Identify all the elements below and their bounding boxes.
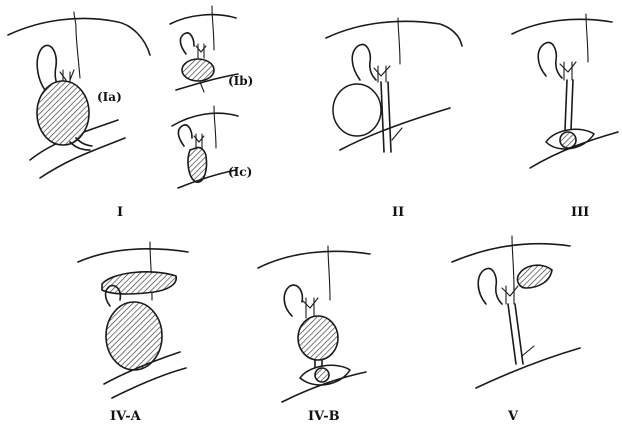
label-type-2: II (392, 205, 404, 220)
distal-duct (392, 128, 402, 140)
liver-fissure (586, 14, 588, 62)
extrahepatic-cyst (298, 316, 338, 360)
choledochocele (560, 132, 576, 148)
extrahepatic-cyst (106, 302, 162, 370)
diverticulum-cyst (333, 84, 381, 136)
label-type-1: I (117, 205, 123, 220)
common-bile-duct (508, 304, 523, 364)
panel-type-1a: (Ia) (8, 12, 150, 178)
common-bile-duct (381, 82, 391, 152)
liver-fissure (328, 246, 330, 300)
gallbladder (284, 285, 302, 316)
liver-fissure (398, 18, 400, 64)
liver-fissure (212, 6, 214, 50)
panel-type-1c: (Ic) (172, 106, 252, 188)
cyst-diffuse (188, 147, 207, 182)
label-type-4b: IV-B (308, 409, 340, 424)
duodenum-line-lower (112, 368, 186, 398)
panel-type-4b: IV-B (258, 246, 370, 424)
duodenum-line (476, 348, 580, 388)
gallbladder (478, 268, 502, 304)
choledochocele (315, 368, 329, 382)
liver-outline (78, 249, 188, 262)
liver-outline (258, 251, 370, 268)
liver-fissure (214, 106, 216, 148)
gallbladder (178, 125, 192, 146)
hepatic-ducts (302, 298, 318, 318)
common-bile-duct (565, 80, 573, 130)
label-type-5: V (507, 409, 519, 424)
label-type-1a: (Ia) (97, 90, 122, 104)
distal-duct (200, 82, 204, 92)
liver-outline (326, 21, 462, 46)
liver-fissure (512, 236, 514, 290)
distal-duct (522, 346, 534, 356)
panel-type-5: V (452, 236, 580, 424)
gallbladder (352, 44, 376, 80)
panel-type-3: III (512, 14, 618, 220)
liver-outline (452, 244, 570, 262)
liver-outline (512, 19, 612, 34)
intrahepatic-cyst (102, 272, 176, 294)
liver-outline (172, 113, 238, 126)
hepatic-ducts (196, 44, 206, 58)
liver-outline (170, 15, 236, 24)
hepatic-ducts (194, 134, 204, 148)
label-type-1b: (Ib) (228, 74, 253, 88)
liver-outline (8, 18, 150, 55)
cyst-segmental (182, 59, 214, 81)
cyst-fusiform (37, 81, 89, 145)
label-type-4a: IV-A (110, 409, 142, 424)
liver-fissure (74, 12, 80, 78)
panel-type-4a: IV-A (78, 242, 188, 424)
panel-type-1b: (Ib) (170, 6, 253, 92)
gallbladder (538, 42, 562, 78)
intrahepatic-cyst (517, 265, 552, 288)
gallbladder (180, 33, 194, 54)
hepatic-ducts (502, 286, 518, 304)
label-type-1c: (Ic) (228, 165, 252, 179)
label-type-3: III (571, 205, 589, 220)
duodenum-line-lower (40, 138, 125, 178)
panel-type-2: II (326, 18, 462, 220)
